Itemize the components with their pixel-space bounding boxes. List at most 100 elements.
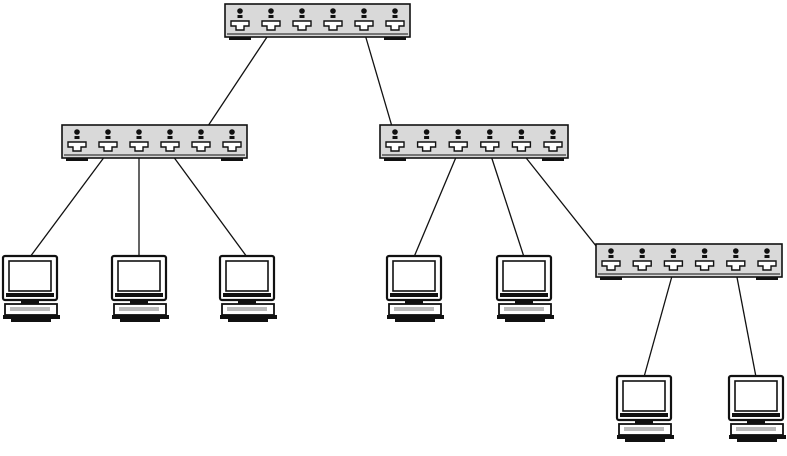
- keyboard-foot: [625, 439, 665, 442]
- port-indicator: [764, 255, 770, 258]
- keyboard-foot: [737, 439, 777, 442]
- port-indicator: [424, 136, 430, 139]
- hub-middle: [379, 124, 569, 161]
- ethernet-port-icon: [230, 20, 250, 31]
- ethernet-port-icon: [601, 260, 621, 271]
- hub-foot: [221, 158, 243, 161]
- monitor-screen: [502, 260, 546, 292]
- ethernet-port-icon: [261, 20, 281, 31]
- ethernet-port-icon: [511, 141, 532, 152]
- computer-icon: [495, 254, 554, 322]
- port-led: [392, 8, 398, 14]
- hub-top: [224, 3, 411, 40]
- monitor-bezel: [390, 293, 438, 297]
- port-led: [423, 129, 430, 135]
- port-indicator: [299, 15, 305, 18]
- port-indicator: [198, 136, 204, 139]
- hub-body: [61, 124, 248, 159]
- port-indicator: [670, 255, 676, 258]
- port-indicator: [136, 136, 142, 139]
- port-led: [392, 129, 398, 135]
- keyboard-keys: [394, 307, 434, 311]
- computer-icon: [615, 374, 674, 442]
- port-indicator: [392, 15, 398, 18]
- port-indicator: [361, 15, 367, 18]
- computer-icon: [110, 254, 169, 322]
- port-indicator: [608, 255, 614, 258]
- ethernet-port-icon: [354, 20, 374, 31]
- port-led: [167, 129, 173, 135]
- keyboard-keys: [227, 307, 267, 311]
- keyboard-foot: [395, 319, 435, 322]
- ethernet-port-icon: [385, 141, 405, 152]
- monitor-stand: [515, 300, 533, 304]
- port-indicator: [330, 15, 336, 18]
- ethernet-port-icon: [757, 260, 777, 271]
- monitor-bezel: [500, 293, 548, 297]
- keyboard-foot: [228, 319, 268, 322]
- port-indicator: [518, 136, 524, 139]
- keyboard-keys: [10, 307, 50, 311]
- keyboard-foot: [11, 319, 51, 322]
- monitor-bezel: [6, 293, 54, 297]
- monitor-screen: [225, 260, 269, 292]
- port-indicator: [702, 255, 708, 258]
- port-led: [198, 129, 204, 135]
- computer-icon: [727, 374, 786, 442]
- monitor-stand: [21, 300, 39, 304]
- port-led: [764, 248, 770, 254]
- hub-right: [595, 243, 783, 280]
- port-indicator: [733, 255, 739, 258]
- keyboard-keys: [119, 307, 159, 311]
- hub-foot: [66, 158, 88, 161]
- monitor-stand: [747, 420, 765, 424]
- monitor-stand: [635, 420, 653, 424]
- ethernet-port-icon: [98, 141, 118, 152]
- port-indicator: [268, 15, 274, 18]
- monitor-bezel: [732, 413, 780, 417]
- keyboard-base: [112, 315, 169, 319]
- keyboard-base: [617, 435, 674, 439]
- port-led: [330, 8, 336, 14]
- computer-icon: [1, 254, 60, 322]
- port-indicator: [74, 136, 80, 139]
- port-indicator: [167, 136, 173, 139]
- keyboard-keys: [624, 427, 664, 431]
- ethernet-port-icon: [160, 141, 180, 152]
- port-led: [229, 129, 235, 135]
- keyboard-base: [729, 435, 786, 439]
- link-hub-right-to-pc-7: [735, 270, 757, 378]
- monitor-screen: [734, 380, 778, 412]
- ethernet-port-icon: [191, 141, 211, 152]
- link-hub-left-to-pc-3: [169, 151, 248, 258]
- ethernet-port-icon: [323, 20, 343, 31]
- ethernet-port-icon: [726, 260, 746, 271]
- hub-body: [379, 124, 569, 159]
- ethernet-port-icon: [416, 141, 437, 152]
- monitor-screen: [117, 260, 161, 292]
- port-led: [670, 248, 677, 254]
- monitor-bezel: [223, 293, 271, 297]
- monitor-bezel: [115, 293, 163, 297]
- port-led: [136, 129, 142, 135]
- port-led: [299, 8, 305, 14]
- port-led: [74, 129, 80, 135]
- hub-foot: [756, 277, 778, 280]
- nodes-layer: [1, 3, 786, 442]
- link-hub-right-to-pc-6: [643, 270, 675, 378]
- port-led: [518, 129, 525, 135]
- links-layer: [29, 30, 757, 378]
- ethernet-port-icon: [129, 141, 149, 152]
- keyboard-base: [497, 315, 554, 319]
- keyboard-base: [387, 315, 444, 319]
- link-hub-left-to-pc-1: [29, 151, 109, 258]
- computer-icon: [385, 254, 444, 322]
- ethernet-port-icon: [385, 20, 405, 31]
- port-led: [455, 129, 462, 135]
- monitor-bezel: [620, 413, 668, 417]
- hub-body: [224, 3, 411, 38]
- port-led: [733, 248, 739, 254]
- port-led: [639, 248, 645, 254]
- port-indicator: [392, 136, 398, 139]
